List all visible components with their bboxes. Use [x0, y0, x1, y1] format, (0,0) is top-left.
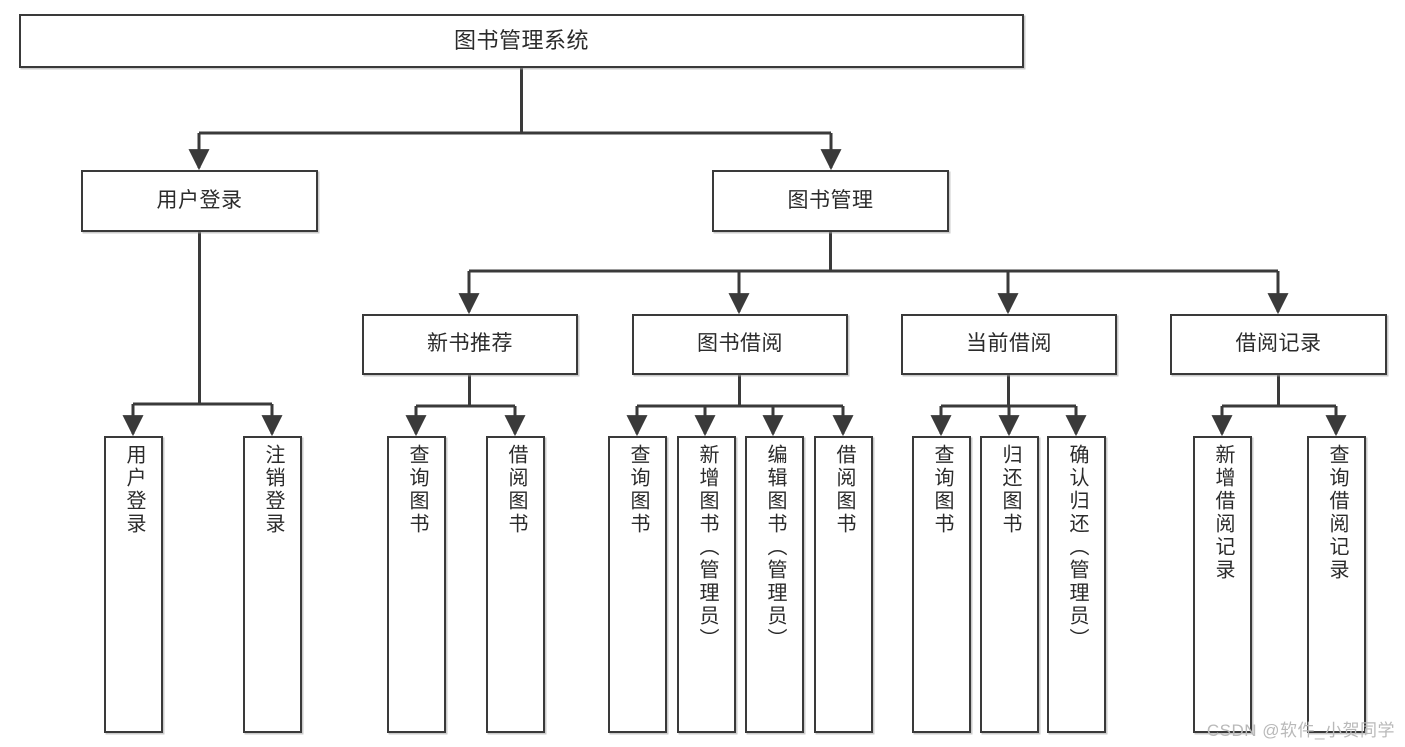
node-user-login[interactable]: 用户登录: [81, 170, 318, 232]
node-leaf-borrow-book-recommend[interactable]: 借阅图书: [486, 436, 545, 733]
node-root-book-management-system[interactable]: 图书管理系统: [19, 14, 1024, 68]
node-label: 查询图书: [627, 444, 649, 536]
node-leaf-query-book-recommend[interactable]: 查询图书: [387, 436, 446, 733]
node-label: 借阅图书: [833, 444, 855, 536]
node-label: 归还图书: [999, 444, 1021, 536]
node-leaf-query-book-borrow[interactable]: 查询图书: [608, 436, 667, 733]
node-label: 图书管理: [787, 188, 874, 212]
node-label: 新增图书（管理员）: [696, 444, 718, 651]
node-leaf-add-book-admin[interactable]: 新增图书（管理员）: [677, 436, 736, 733]
node-label: 新书推荐: [427, 332, 513, 356]
node-label: 确认归还（管理员）: [1066, 444, 1088, 651]
node-label: 编辑图书（管理员）: [764, 444, 786, 651]
node-label: 用户登录: [156, 188, 243, 212]
node-leaf-query-book-current[interactable]: 查询图书: [912, 436, 971, 733]
node-label: 借阅记录: [1235, 332, 1322, 356]
node-label: 查询图书: [406, 444, 428, 536]
node-label: 查询图书: [931, 444, 953, 536]
node-current-borrow[interactable]: 当前借阅: [901, 314, 1117, 375]
node-label: 注销登录: [262, 444, 284, 536]
node-leaf-return-book[interactable]: 归还图书: [980, 436, 1039, 733]
node-book-management[interactable]: 图书管理: [712, 170, 949, 232]
node-leaf-edit-book-admin[interactable]: 编辑图书（管理员）: [745, 436, 804, 733]
node-label: 查询借阅记录: [1326, 444, 1348, 582]
node-leaf-query-borrow-record[interactable]: 查询借阅记录: [1307, 436, 1366, 733]
node-leaf-borrow-book[interactable]: 借阅图书: [814, 436, 873, 733]
node-borrow-record[interactable]: 借阅记录: [1170, 314, 1387, 375]
node-label: 新增借阅记录: [1212, 444, 1234, 582]
node-leaf-user-login[interactable]: 用户登录: [104, 436, 163, 733]
node-label: 图书借阅: [697, 332, 783, 356]
node-leaf-logout[interactable]: 注销登录: [243, 436, 302, 733]
node-book-borrow[interactable]: 图书借阅: [632, 314, 848, 375]
node-label: 图书管理系统: [453, 28, 589, 54]
node-label: 用户登录: [123, 444, 145, 536]
node-leaf-add-borrow-record[interactable]: 新增借阅记录: [1193, 436, 1252, 733]
node-label: 当前借阅: [966, 332, 1052, 356]
node-leaf-confirm-return-admin[interactable]: 确认归还（管理员）: [1047, 436, 1106, 733]
node-new-book-recommend[interactable]: 新书推荐: [362, 314, 578, 375]
node-label: 借阅图书: [505, 444, 527, 536]
